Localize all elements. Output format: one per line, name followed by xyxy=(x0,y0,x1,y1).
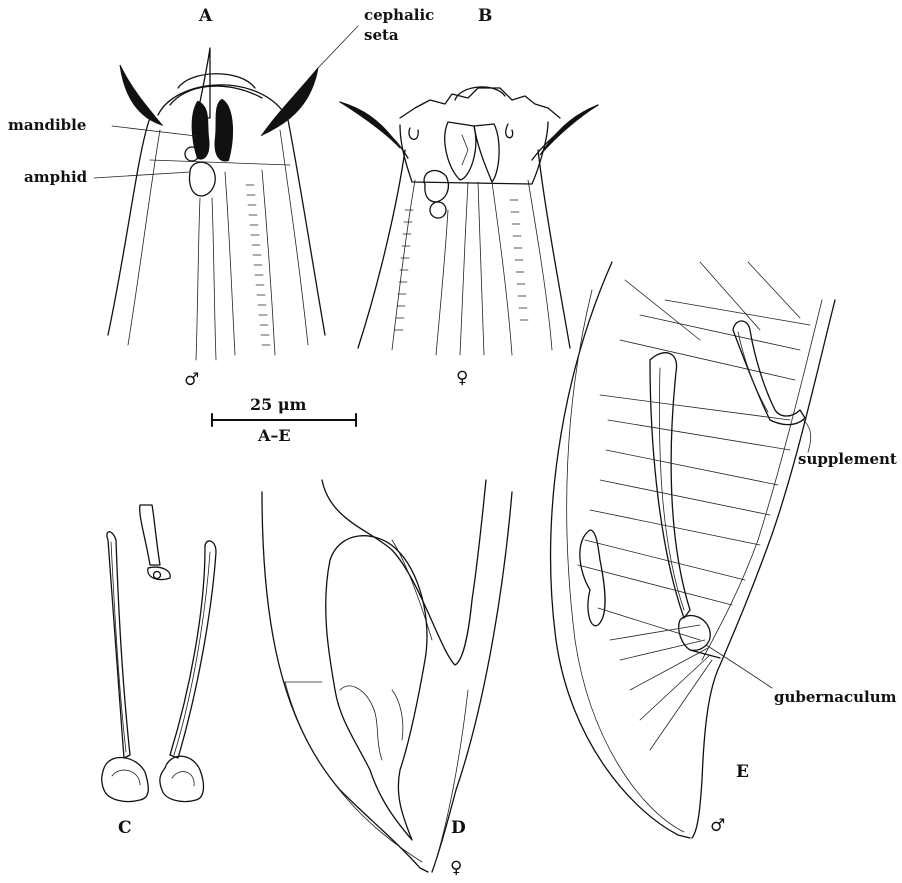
leader-gubernaculum xyxy=(706,645,772,688)
scale-bar xyxy=(212,414,356,426)
panel-label-e: E xyxy=(736,764,749,781)
sex-symbol-b: ♀ xyxy=(456,370,468,387)
panel-d-tail xyxy=(262,480,512,872)
leader-amphid xyxy=(94,172,190,178)
panel-label-b: B xyxy=(478,8,492,25)
panel-a-head xyxy=(108,48,325,360)
scale-bar-applies-to: A–E xyxy=(258,428,291,444)
panel-a-cephalic-seta-left xyxy=(120,65,162,125)
label-mandible: mandible xyxy=(8,118,86,133)
panel-c-spicule-left xyxy=(107,532,130,758)
panel-c-spicule-right xyxy=(170,541,216,758)
leader-cephalic-seta xyxy=(318,26,358,68)
label-supplement: supplement xyxy=(798,452,897,467)
sex-symbol-a: ♂ xyxy=(184,372,199,389)
panel-label-a: A xyxy=(199,8,212,25)
panel-a-amphid xyxy=(190,162,216,196)
panel-a-body-outline xyxy=(108,118,150,335)
scale-bar-value: 25 μm xyxy=(250,397,306,413)
panel-c-spicules xyxy=(102,505,216,802)
panel-e-tail xyxy=(551,262,835,838)
panel-b-cephalic-seta-left xyxy=(340,102,400,148)
sex-symbol-d: ♀ xyxy=(450,860,462,877)
label-gubernaculum: gubernaculum xyxy=(774,690,896,705)
label-amphid: amphid xyxy=(24,170,87,185)
panel-b-head xyxy=(340,87,598,355)
panel-e-spicule xyxy=(650,353,690,618)
panel-label-d: D xyxy=(451,820,466,837)
panel-a-mandible-left xyxy=(193,102,209,158)
panel-label-c: C xyxy=(118,820,132,837)
sex-symbol-e: ♂ xyxy=(710,818,725,835)
panel-b-amphid xyxy=(424,171,448,202)
label-cephalic-seta-line1: cephalic xyxy=(364,8,434,23)
label-cephalic-seta-line2: seta xyxy=(364,28,399,43)
panel-c-gubernaculum xyxy=(140,505,160,565)
panel-a-cephalic-seta-right xyxy=(262,68,318,135)
panel-a-mandible-right xyxy=(216,100,232,160)
panel-b-cephalic-seta-right xyxy=(540,105,598,155)
leader-mandible xyxy=(112,126,196,136)
